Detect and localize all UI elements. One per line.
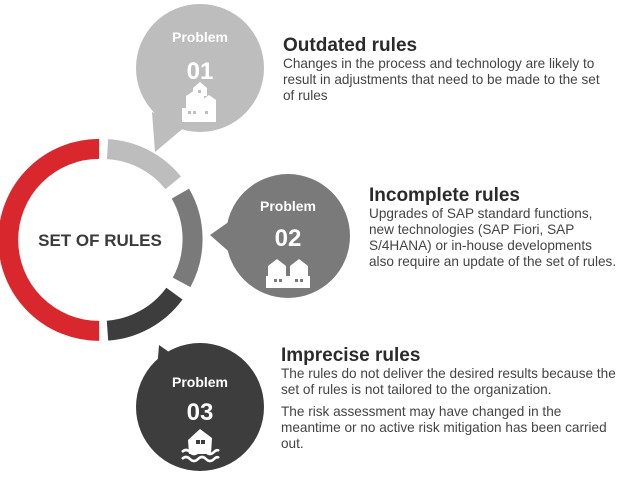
flooded-house-icon (181, 429, 220, 463)
problem-02-number: 02 (275, 225, 302, 252)
problem-03-bubble: Problem 03 (136, 343, 264, 471)
problem-01-bubble: Problem 01 (136, 4, 264, 152)
buildings-icon (182, 82, 216, 122)
problem-03-number: 03 (187, 399, 214, 426)
problem-01-number: 01 (187, 58, 214, 85)
problem-03-text: Imprecise rules The rules do not deliver… (281, 346, 621, 452)
problem-02-text: Incomplete rules Upgrades of SAP standar… (369, 186, 619, 270)
problem-03-description-2: The risk assessment may have changed in … (281, 404, 607, 451)
problem-01-title: Outdated rules (283, 35, 418, 56)
problem-01-description: Changes in the process and technology ar… (283, 56, 600, 103)
problem-03-description-1: The rules do not deliver the desired res… (281, 366, 616, 397)
houses-icon (266, 259, 310, 288)
center-label: SET OF RULES (38, 231, 162, 250)
problem-03-title: Imprecise rules (281, 345, 421, 366)
problem-02-bubble: Problem 02 (210, 174, 350, 298)
ring-segment-mid (171, 188, 203, 288)
problem-02-badge: Problem (260, 198, 316, 214)
problem-02-description: Upgrades of SAP standard functions, new … (369, 206, 617, 269)
problem-01-badge: Problem (172, 29, 228, 45)
ring-segment-red (0, 138, 100, 341)
problem-03-badge: Problem (172, 374, 228, 390)
problem-02-title: Incomplete rules (369, 185, 520, 206)
problem-01-text: Outdated rules Changes in the process an… (283, 36, 603, 104)
ring-segment-dark (106, 287, 183, 341)
ring-segment-light (106, 139, 181, 190)
